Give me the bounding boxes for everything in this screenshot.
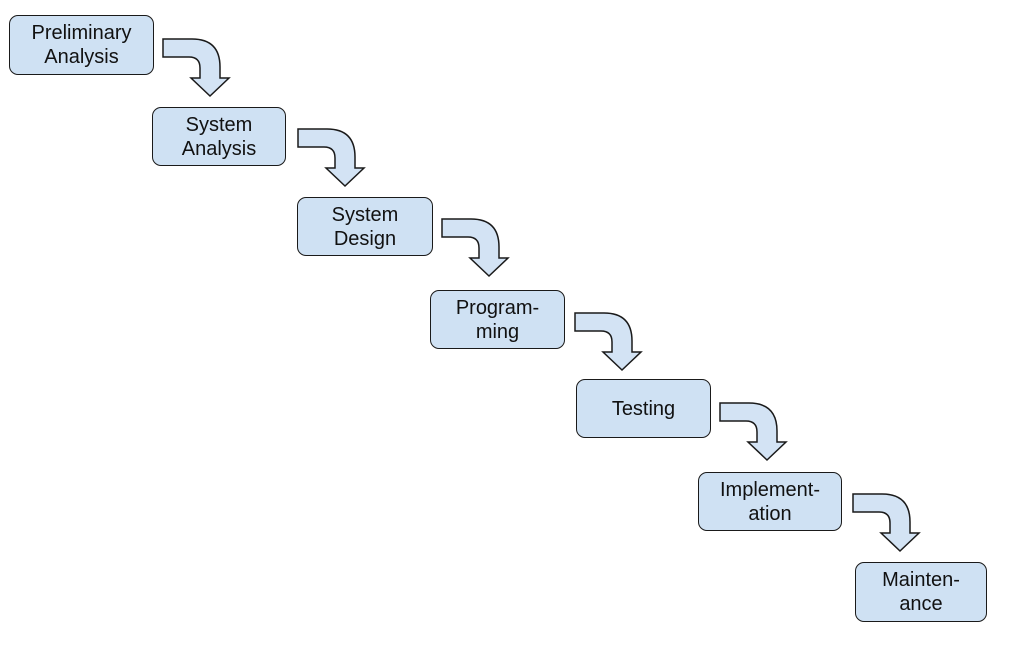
arrow-preliminary-to-system-analysis	[162, 38, 231, 98]
stage-system-analysis: System Analysis	[152, 107, 286, 166]
arrow-implementation-to-maintenance	[852, 493, 921, 553]
stage-label: Implement- ation	[719, 478, 821, 525]
stage-label: System Analysis	[181, 113, 257, 160]
arrow-system-design-to-programming	[441, 218, 510, 278]
stage-maintenance: Mainten- ance	[855, 562, 987, 622]
stage-programming: Program- ming	[430, 290, 565, 349]
stage-implementation: Implement- ation	[698, 472, 842, 531]
stage-label: System Design	[331, 203, 399, 250]
stage-system-design: System Design	[297, 197, 433, 256]
stage-label: Preliminary Analysis	[31, 22, 132, 68]
arrow-testing-to-implementation	[719, 402, 788, 462]
stage-preliminary-analysis: Preliminary Analysis	[9, 15, 154, 75]
stage-label: Testing	[611, 397, 676, 420]
stage-label: Mainten- ance	[882, 569, 960, 615]
stage-testing: Testing	[576, 379, 711, 438]
arrow-programming-to-testing	[574, 312, 643, 372]
stage-label: Program- ming	[455, 296, 540, 343]
arrow-system-analysis-to-system-design	[297, 128, 366, 188]
